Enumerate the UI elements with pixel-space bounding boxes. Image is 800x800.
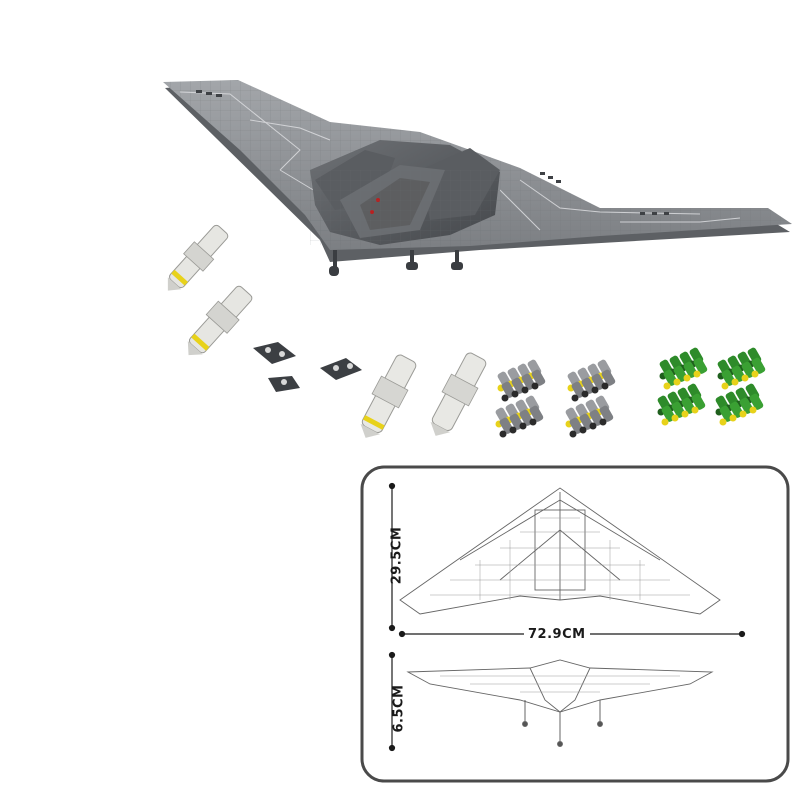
gray-bomb-clusters: [495, 359, 616, 438]
front-view-diagram: [406, 659, 714, 747]
height-dimension-label: 6.5CM: [391, 684, 407, 733]
missile-pieces: [167, 224, 487, 438]
green-bomb-clusters: [657, 347, 766, 426]
small-dark-parts: [253, 342, 362, 392]
dimensions-panel: [360, 465, 790, 783]
depth-dimension-label: 29.5CM: [389, 526, 405, 585]
bomber-model: [163, 80, 792, 276]
top-view-diagram: [399, 487, 721, 615]
width-dimension-label: 72.9CM: [524, 627, 590, 642]
